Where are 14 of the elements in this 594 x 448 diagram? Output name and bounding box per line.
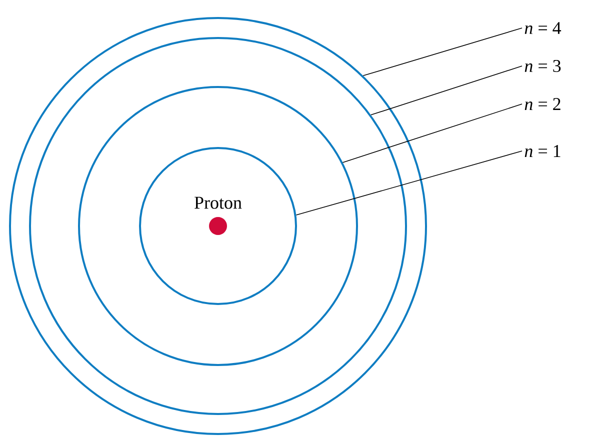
leader-line [296, 150, 522, 216]
leader-line [362, 28, 522, 76]
orbit-circle [29, 37, 407, 415]
proton-dot [209, 217, 227, 235]
level-label: n = 3 [524, 60, 561, 72]
orbit-circle [78, 86, 358, 366]
orbit-circle [9, 17, 427, 435]
level-label: n = 2 [524, 98, 560, 110]
level-label: n = 4 [524, 22, 562, 34]
proton-label: Proton [194, 196, 242, 209]
leader-line [342, 104, 522, 163]
orbit-circle [139, 147, 297, 305]
leader-line [370, 66, 522, 116]
level-label: n = 1 [524, 145, 560, 157]
